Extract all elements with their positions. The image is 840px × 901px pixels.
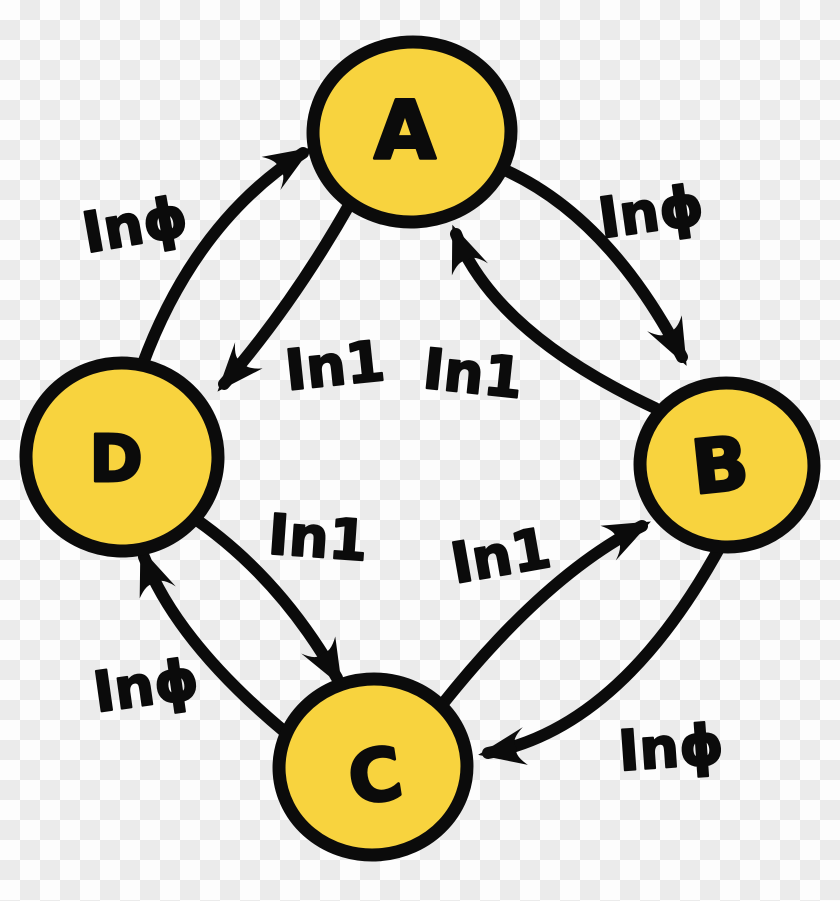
state-letter-b: B — [688, 420, 753, 511]
edges-layer — [136, 147, 727, 765]
edge-label-b-to-a: In1 — [420, 337, 526, 412]
edge-d-to-c — [182, 508, 343, 687]
edge-label-a-to-d: In1 — [282, 329, 388, 404]
edge-label-c-to-d: Inϕ — [89, 647, 202, 726]
edge-label-b-to-c: Inϕ — [616, 712, 726, 784]
edge-label-d-to-c: In1 — [266, 503, 370, 575]
state-letter-a: A — [374, 84, 436, 177]
state-letter-d: D — [89, 423, 142, 497]
edge-c-to-b — [435, 520, 651, 712]
edge-a-to-b — [492, 161, 688, 366]
edge-label-c-to-b: In1 — [446, 516, 555, 597]
state-circle-d — [19, 356, 225, 558]
edge-b-to-c — [478, 539, 727, 765]
state-node-d: D — [19, 356, 225, 558]
edge-b-to-a — [450, 224, 661, 414]
edge-c-to-d — [138, 547, 291, 738]
edge-label-a-to-b: Inϕ — [594, 173, 707, 252]
nodes-layer: A B C D — [19, 35, 821, 862]
state-circle-b — [633, 376, 821, 554]
state-node-a: A — [306, 35, 518, 229]
state-node-c: C — [272, 672, 474, 862]
edge-d-to-a — [136, 147, 312, 372]
state-circle-c — [272, 672, 474, 862]
state-node-b: B — [633, 376, 821, 554]
edge-a-to-d — [217, 194, 358, 392]
edge-label-d-to-a: Inϕ — [78, 184, 193, 266]
state-circle-a — [306, 35, 518, 229]
